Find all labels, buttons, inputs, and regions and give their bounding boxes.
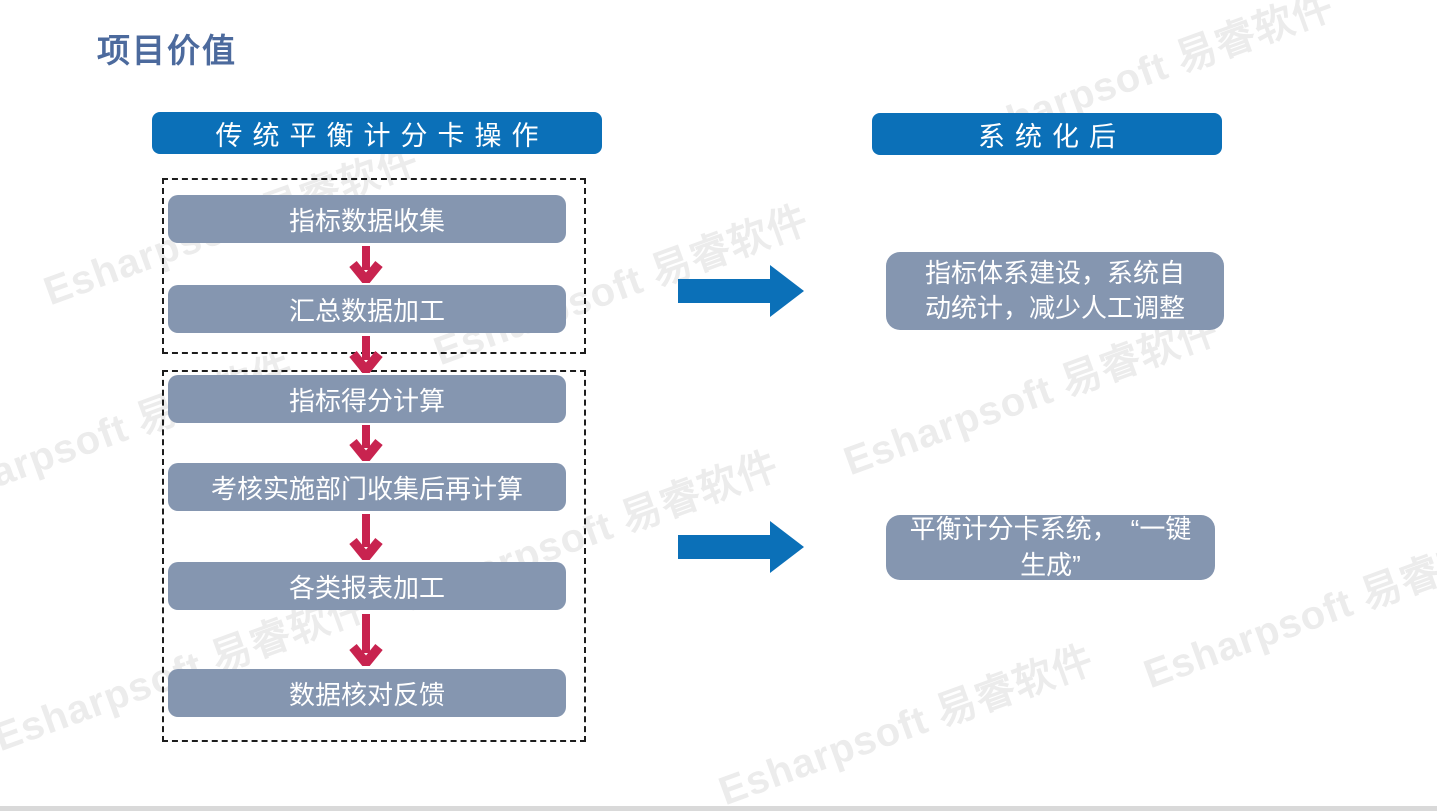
flow-step-feedback: 数据核对反馈 xyxy=(168,669,566,717)
flow-step-label: 考核实施部门收集后再计算 xyxy=(210,473,523,504)
flow-step-label: 数据核对反馈 xyxy=(288,679,445,710)
right-column-header: 系统化后 xyxy=(872,113,1222,155)
slide-footer-line xyxy=(0,806,1437,811)
down-arrow-icon xyxy=(349,425,383,461)
process-group-frame-2 xyxy=(162,370,586,742)
left-column-header: 传统平衡计分卡操作 xyxy=(152,112,602,154)
down-arrow-icon xyxy=(349,336,383,373)
down-arrow-icon xyxy=(349,614,383,666)
result-box-label: 平衡计分卡系统， “一键生成” xyxy=(909,514,1192,580)
right-arrow-icon xyxy=(678,521,804,573)
flow-step-label: 指标数据收集 xyxy=(288,205,445,236)
right-column-header-label: 系统化后 xyxy=(978,121,1126,153)
flow-step-label: 汇总数据加工 xyxy=(288,295,445,326)
page-title: 项目价值 xyxy=(97,32,237,69)
flow-step-collect-data: 指标数据收集 xyxy=(168,195,566,243)
result-box-system-stats: 指标体系建设，系统自动统计，减少人工调整 xyxy=(886,252,1224,330)
down-arrow-icon xyxy=(349,246,383,283)
flow-step-label: 指标得分计算 xyxy=(288,385,445,416)
result-box-label: 指标体系建设，系统自动统计，减少人工调整 xyxy=(924,257,1185,323)
flow-step-reports: 各类报表加工 xyxy=(168,562,566,610)
result-box-one-click: 平衡计分卡系统， “一键生成” xyxy=(886,514,1215,580)
left-column-header-label: 传统平衡计分卡操作 xyxy=(215,120,549,152)
flow-step-dept-recalc: 考核实施部门收集后再计算 xyxy=(168,463,566,511)
flow-step-aggregate-data: 汇总数据加工 xyxy=(168,285,566,333)
right-arrow-icon xyxy=(678,265,804,317)
flow-step-label: 各类报表加工 xyxy=(288,572,445,603)
down-arrow-icon xyxy=(349,514,383,560)
flow-step-score-calc: 指标得分计算 xyxy=(168,375,566,423)
